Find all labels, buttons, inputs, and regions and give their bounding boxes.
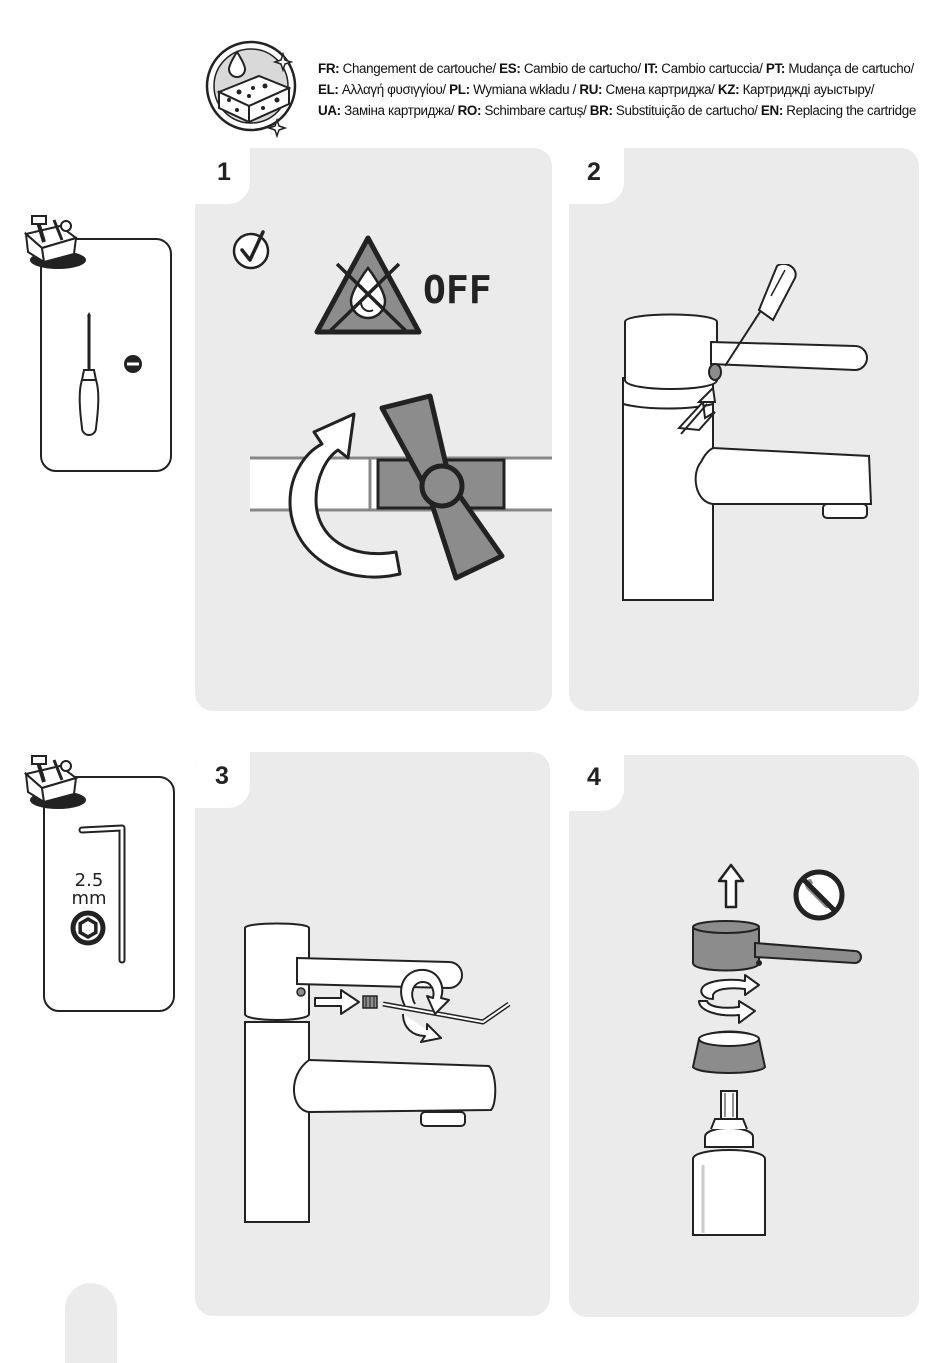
cleaning-sponge-icon	[203, 38, 303, 138]
cartridge-assembly-illustration	[679, 915, 879, 1285]
header-line-3: UA: Заміна картриджа/ RO: Schimbare cart…	[318, 103, 916, 118]
faucet-hex-key-illustration	[235, 918, 535, 1228]
page-tab	[65, 1283, 117, 1363]
valve-handle-icon	[250, 392, 552, 592]
hex-key-size-unit: mm	[71, 888, 107, 909]
toolbox-icon	[18, 212, 88, 269]
step-panel-2: 2	[569, 148, 919, 711]
step-panel-4: 4	[569, 755, 919, 1317]
hex-key-size-label: 2.5 mm	[66, 872, 112, 908]
step-notch	[569, 755, 624, 811]
header-line-1: FR: Changement de cartouche/ ES: Cambio …	[318, 61, 914, 76]
hex-socket-icon	[70, 910, 106, 946]
step-number: 2	[587, 158, 601, 186]
hex-key-size-value: 2.5	[74, 870, 104, 891]
hex-key-icon	[78, 824, 148, 969]
water-off-warning-icon	[313, 234, 423, 336]
tool-box-screwdriver	[40, 238, 172, 472]
tool-box-hex-key	[43, 776, 175, 1012]
no-tools-icon	[791, 867, 847, 923]
step-number: 3	[215, 762, 229, 790]
flat-screwdriver-icon	[70, 312, 150, 437]
step-number: 1	[217, 158, 231, 186]
header-title-block: FR: Changement de cartouche/ ES: Cambio …	[318, 58, 938, 121]
up-arrow-icon	[717, 863, 745, 909]
check-icon	[231, 228, 275, 272]
off-label: OFF	[423, 268, 492, 312]
faucet-screw-illustration	[609, 264, 919, 604]
step-number: 4	[587, 763, 601, 791]
toolbox-icon	[18, 752, 88, 809]
step-notch	[195, 752, 250, 808]
header-line-2: EL: Αλλαγή φυσιγγίου/ PL: Wymiana wkładu…	[318, 82, 875, 97]
step-notch	[195, 148, 250, 204]
step-notch	[569, 148, 624, 204]
step-panel-1: 1 OFF	[195, 148, 552, 711]
step-panel-3: 3	[195, 752, 550, 1316]
